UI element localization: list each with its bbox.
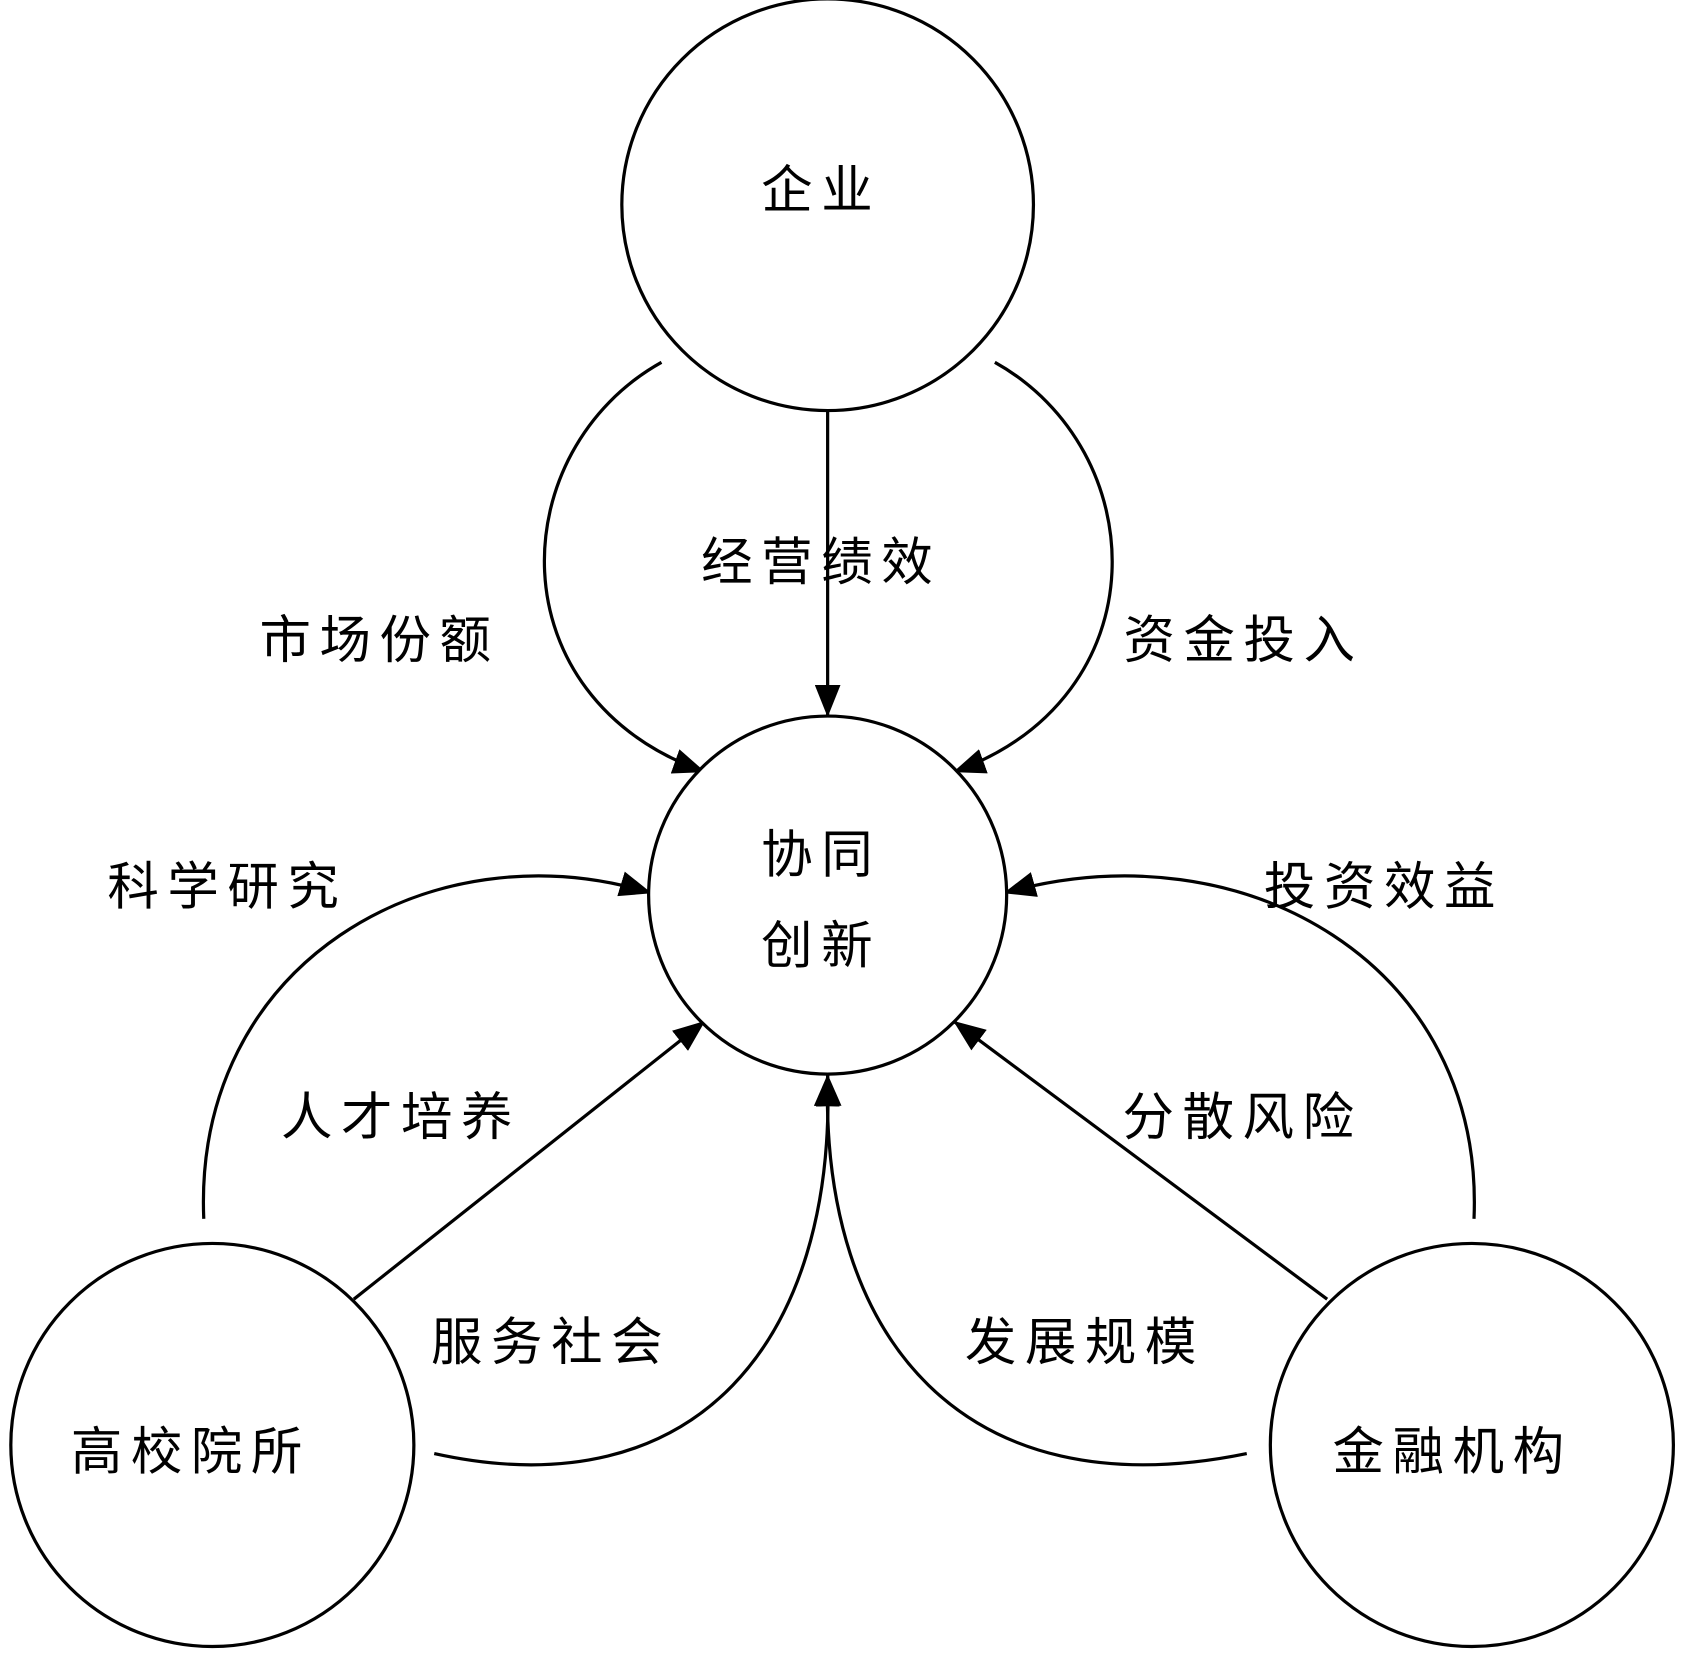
- label-risk-diversification: 分散风险: [1122, 1088, 1362, 1148]
- label-finance: 金融机构: [1333, 1422, 1573, 1482]
- edge-talent-cultivation: [352, 1020, 706, 1301]
- label-investment-return: 投资效益: [1264, 858, 1504, 918]
- label-center-line2: 创新: [761, 917, 881, 977]
- label-social-service: 服务社会: [431, 1313, 671, 1373]
- node-collaborative-innovation: [647, 714, 1009, 1076]
- edge-scientific-research: [201, 871, 652, 1219]
- label-capital-input: 资金投入: [1124, 611, 1364, 671]
- edge-market-share: [542, 360, 706, 774]
- label-development-scale: 发展规模: [965, 1313, 1205, 1373]
- label-talent-cultivation: 人才培养: [281, 1088, 521, 1148]
- label-center-line1: 协同: [761, 825, 881, 885]
- label-scientific-research: 科学研究: [107, 858, 347, 918]
- node-university: [9, 1241, 416, 1649]
- edge-development-scale: [813, 1074, 1248, 1467]
- label-university: 高校院所: [71, 1422, 311, 1482]
- node-enterprise: [620, 0, 1035, 413]
- edge-capital-input: [953, 360, 1114, 774]
- node-finance: [1268, 1241, 1676, 1649]
- label-business-performance: 经营绩效: [701, 533, 941, 593]
- label-market-share: 市场份额: [260, 611, 500, 671]
- edge-investment-return: [1003, 872, 1476, 1219]
- edge-risk-diversification: [953, 1020, 1329, 1301]
- label-enterprise: 企业: [761, 161, 881, 221]
- edge-social-service: [433, 1074, 842, 1467]
